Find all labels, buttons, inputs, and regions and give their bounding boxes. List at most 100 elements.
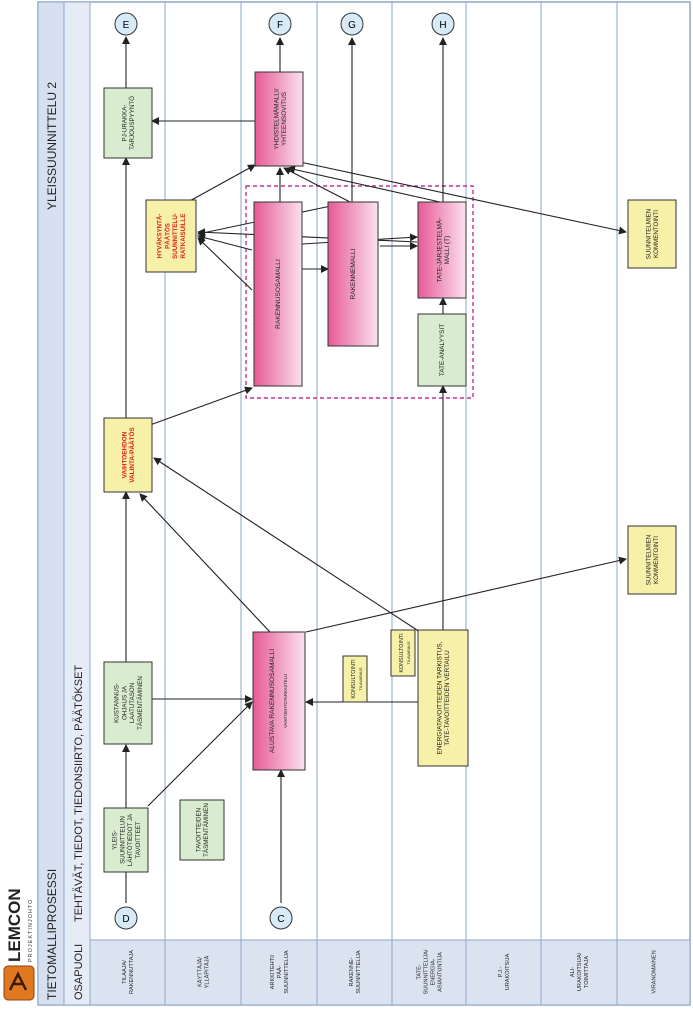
box-vaihtoehdon: VAIHTOEHDONVALINTA-PÄÄTÖS xyxy=(103,417,153,493)
label-line: VAIHTOEHDON xyxy=(121,431,128,478)
lane-label-line: TILAAJA/ xyxy=(122,960,128,984)
connector-c: C xyxy=(269,906,293,930)
box-tate-jarjestelma: TATE-JÄRJESTELMÄ-MALLI (T) xyxy=(417,201,467,299)
box-tate-analyysit-label: TATE-ANALYYSIT xyxy=(439,324,446,376)
lane-label-line: URAKOITSIJA/ xyxy=(577,952,583,991)
box-rakennusosamalli-label: RAKENNUSOSAMALLI xyxy=(275,259,282,329)
label-line: SUUNNITELMIEN xyxy=(645,535,652,586)
label-line: YHDISTELMÄMALLI/ xyxy=(272,88,280,149)
svg-text:F: F xyxy=(277,20,283,31)
box-pjurakka: PJ-URAKKA-TARJOUSPYYNTÖ xyxy=(103,87,153,159)
lane-label: ALI-URAKOITSIJA/TOIMITTAJA xyxy=(570,952,590,991)
box-yhdistelma: YHDISTELMÄMALLI/YHTEENSOVITUS xyxy=(254,71,304,167)
lane-label-line: ENERGIA- xyxy=(431,958,437,985)
model-group-frame xyxy=(245,185,474,399)
box-yhdistelma-label: YHDISTELMÄMALLI/YHTEENSOVITUS xyxy=(272,88,288,149)
stage-title: YLEISSUUNNITTELU 2 xyxy=(45,82,59,210)
lane-label-line: VIRANOMAINEN xyxy=(652,950,658,993)
lane-label-line: ASIANTUNTIJA xyxy=(438,952,444,992)
box-rakennemalli-label: RAKENNEMALLI xyxy=(350,248,357,299)
lane-label: VIRANOMAINEN xyxy=(652,950,658,993)
lane-label-line: SUUNNITTELIJA xyxy=(356,950,362,993)
lane-label-line: TATE- xyxy=(417,964,423,979)
label-line: SUUNNITELMIEN xyxy=(645,209,652,260)
logo-sub: PROJEKTINJOHTO xyxy=(28,899,34,962)
box-konsultointi-rakenne: KONSULTOINTI TILAVARAUS xyxy=(342,655,368,703)
box-vaihtoehdon-label: VAIHTOEHDONVALINTA-PÄÄTÖS xyxy=(121,427,136,483)
label-line: TARJOUSPYYNTÖ xyxy=(129,96,136,150)
label-line: PJ-URAKKA- xyxy=(121,105,128,142)
connector-h: H xyxy=(431,12,455,36)
lane-label-line: YLLÄPITÄJÄ xyxy=(204,955,211,988)
label-line: RATKAISUILLE xyxy=(180,214,187,259)
label-line: TATE-JÄRJESTELMÄ- xyxy=(435,218,443,283)
label-line: LÄHTÖTIEDOT JA xyxy=(127,813,134,866)
box-kommentointi-1-label: SUUNNITELMIENKOMMENTOINTI xyxy=(645,209,660,260)
label-line: KOMMENTOINTI xyxy=(653,210,660,258)
label-line: MALLI (T) xyxy=(444,236,451,264)
label-line: ENERGIATAVOITTEIDEN TARKISTUS, xyxy=(436,641,443,754)
konsultointi-rakenne-label: KONSULTOINTI xyxy=(351,659,357,698)
svg-text:D: D xyxy=(122,914,129,925)
lane-label-line: KÄYTTÄJÄ/ xyxy=(197,957,204,987)
label-line: YLEIS- xyxy=(112,830,119,850)
label-line: YHTEENSOVITUS xyxy=(281,92,288,146)
box-tavoitteiden: TAVOITTEIDENTÄSMENTÄMINEN xyxy=(179,799,225,861)
lane-label-line: URAKOITSIJA xyxy=(505,953,511,990)
box-alustava-sublabel: VAIHTOEHTOTARKASTELU xyxy=(283,674,288,728)
box-energia-label: ENERGIATAVOITTEIDEN TARKISTUS,TATE-TAVOI… xyxy=(436,641,451,754)
label-line: SUUNNITTELU- xyxy=(172,213,179,259)
lane-label-line: PÄÄ- xyxy=(276,965,283,978)
box-kommentointi-2-label: SUUNNITELMIENKOMMENTOINTI xyxy=(645,535,660,586)
connector-d: D xyxy=(114,906,138,930)
label-line: KOMMENTOINTI xyxy=(653,536,660,584)
label-line: LAATUTASON xyxy=(129,683,136,723)
konsultointi-rakenne-sublabel: TILAVARAUS xyxy=(359,667,363,691)
box-konsultointi-tate: KONSULTOINTI TILAVARAUS xyxy=(390,629,416,677)
connector-g: G xyxy=(340,12,364,36)
box-kommentointi-1: SUUNNITELMIENKOMMENTOINTI xyxy=(627,199,677,269)
label-line: TAVOITTEET xyxy=(135,821,142,858)
lane-label: P.J.-URAKOITSIJA xyxy=(498,953,511,990)
svg-text:C: C xyxy=(277,914,284,925)
label-line: TATE-TAVOITTEIDEN VERTAILU xyxy=(444,650,451,746)
label-line: HYVÄKSYNTÄ- xyxy=(157,214,164,259)
lane-label: KÄYTTÄJÄ/YLLÄPITÄJÄ xyxy=(197,955,211,988)
svg-text:E: E xyxy=(123,20,130,31)
box-pjurakka-label: PJ-URAKKA-TARJOUSPYYNTÖ xyxy=(121,96,136,150)
box-lahtotiedot: YLEIS-SUUNNITTELUNLÄHTÖTIEDOT JATAVOITTE… xyxy=(103,807,149,873)
lane-label: RAKENNE-SUUNNITTELIJA xyxy=(349,950,362,993)
lane-label: TILAAJA/RAKENNUTTAJA xyxy=(122,950,135,994)
label-line: KUSTANNUS- xyxy=(114,683,121,723)
lane-label-line: P.J.- xyxy=(498,966,504,977)
subtitle-band xyxy=(63,1,91,1006)
label-line: OHJAUS JA xyxy=(121,685,128,720)
lane-label: ARKKITEHTI/PÄÄ-SUUNNITTELIJA xyxy=(270,950,290,993)
box-tavoitteiden-label: TAVOITTEIDENTÄSMENTÄMINEN xyxy=(195,803,210,857)
box-hyvaksynta: HYVÄKSYNTÄ-PÄÄTÖSSUUNNITTELU-RATKAISUILL… xyxy=(145,199,197,273)
box-kustannus: KUSTANNUS-OHJAUS JALAATUTASONTÄSMENTÄMIN… xyxy=(103,661,153,745)
lane-label-line: SUUNNITTELIJA xyxy=(284,950,290,993)
swimlanes: TILAAJA/RAKENNUTTAJA KÄYTTÄJÄ/YLLÄPITÄJÄ A… xyxy=(122,2,691,1005)
participants-label: OSAPUOLI xyxy=(73,944,85,1000)
label-line: SUUNNITTELUN xyxy=(119,816,126,864)
box-rakennusosamalli: RAKENNUSOSAMALLI xyxy=(253,201,303,387)
connector-f: F xyxy=(268,12,292,36)
box-tate-analyysit: TATE-ANALYYSIT xyxy=(417,313,467,387)
svg-text:G: G xyxy=(348,20,356,31)
lane-label-line: RAKENNUTTAJA xyxy=(129,950,135,994)
box-kustannus-label: KUSTANNUS-OHJAUS JALAATUTASONTÄSMENTÄMIN… xyxy=(114,676,144,730)
lane-label-line: ALI- xyxy=(570,967,576,977)
lemcon-logo: LEMCON PROJEKTINJOHTO xyxy=(3,888,35,1001)
box-rakennemalli: RAKENNEMALLI xyxy=(327,201,379,347)
flow-arrows xyxy=(122,36,627,903)
lane-label-line: SUUNNITTELIJA/ xyxy=(424,949,430,994)
box-lahtotiedot-label: YLEIS-SUUNNITTELUNLÄHTÖTIEDOT JATAVOITTE… xyxy=(112,813,142,866)
logo-name: LEMCON xyxy=(5,888,24,962)
box-kommentointi-2: SUUNNITELMIENKOMMENTOINTI xyxy=(627,525,677,595)
lane-label-line: ARKKITEHTI/ xyxy=(270,954,276,989)
box-hyvaksynta-label: HYVÄKSYNTÄ-PÄÄTÖSSUUNNITTELU-RATKAISUILL… xyxy=(157,213,187,259)
konsultointi-tate-sublabel: TILAVARAUS xyxy=(407,641,411,665)
tasks-label: TEHTÄVÄT, TIEDOT, TIEDONSIIRTO, PÄÄTÖKSE… xyxy=(73,665,85,922)
